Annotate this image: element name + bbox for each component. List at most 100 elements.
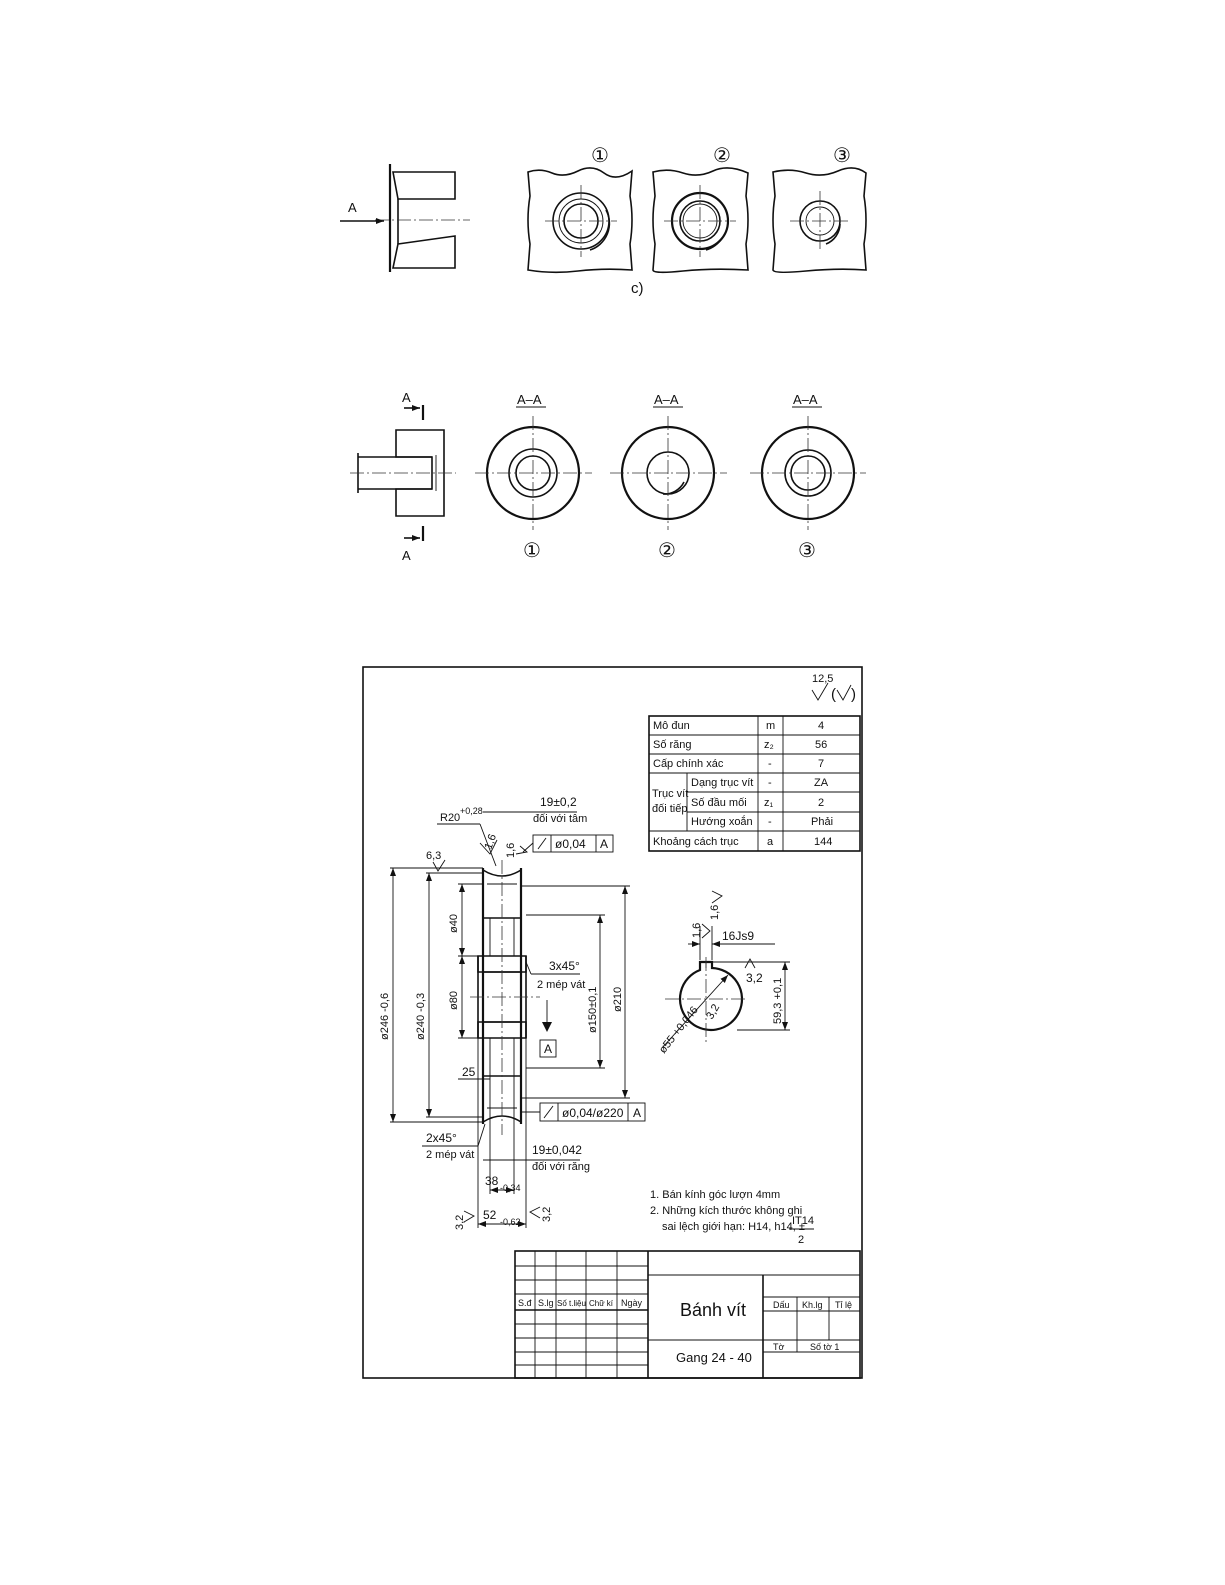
spec-name-helix: Hướng xoắn [691, 815, 753, 828]
worm-wheel-drawing: 12,5 ( ) Mô đun m 4 Số răng z₂ 56 Cấp ch… [362, 666, 863, 1379]
title-header-date: Ngày [621, 1298, 643, 1308]
spec-name-starts: Số đầu mối [691, 797, 747, 809]
svg-text:): ) [851, 686, 856, 703]
note-fraction-top: IT14 [792, 1215, 814, 1227]
dim-width-teeth-note: đối với răng [532, 1161, 590, 1173]
note-2: 2. Những kích thước không ghi [650, 1205, 802, 1217]
title-header-scale: Tỉ lệ [835, 1300, 852, 1310]
view-arrow-label: A [348, 200, 357, 215]
roughness-key-top: 1,6 [709, 905, 721, 920]
dim-r20: R20 [440, 812, 460, 824]
spec-group-label-2: đối tiếp [652, 803, 687, 815]
spec-value-accuracy: 7 [818, 758, 824, 770]
spec-table: Mô đun m 4 Số răng z₂ 56 Cấp chính xác -… [648, 715, 861, 852]
chamfer-hub: 3x45° [549, 959, 580, 973]
dim-key-depth: 59,3 +0,1 [772, 978, 784, 1024]
hub-annotations: 3x45° 2 mép vát A 25 [458, 959, 585, 1080]
title-sheet-count: Số tờ 1 [810, 1342, 839, 1352]
runout-tolerance-bottom: ø0,04/ø220 A [521, 1102, 646, 1122]
threaded-hole-section: A A [350, 390, 456, 563]
roughness-top-left: 1,6 [483, 833, 500, 851]
chamfer-hub-note: 2 mép vát [537, 979, 585, 991]
wheel-section-view [470, 860, 540, 1135]
tolerance-bottom-value: ø0,04/ø220 [562, 1106, 624, 1120]
chamfer-rim-note: 2 mép vát [426, 1149, 474, 1161]
technical-notes: 1. Bán kính góc lượn 4mm 2. Những kích t… [650, 1189, 814, 1246]
roughness-key-bottom: 3,2 [746, 971, 763, 985]
spec-symbol-teeth: z₂ [764, 739, 774, 751]
cut-label-bottom: A [402, 548, 411, 563]
dim-bore-dia: ø55 +0,046 [657, 1004, 701, 1055]
svg-text:(: ( [831, 686, 836, 703]
spec-value-center-distance: 144 [814, 836, 832, 848]
dim-key-width: 16Js9 [722, 929, 754, 943]
diameter-dimensions: ø246 -0,6 ø240 -0,3 ø40 ø80 ø150±0,1 ø21… [379, 867, 630, 1123]
variant-2-label: ② [713, 145, 731, 167]
tolerance-top-value: ø0,04 [555, 837, 586, 851]
variant-3-label: ③ [833, 145, 851, 167]
general-roughness-value: 12,5 [812, 673, 833, 685]
spec-name-center-distance: Khoảng cách trục [653, 836, 739, 848]
title-header-mark: Dấu [773, 1300, 790, 1310]
chamfer-rim: 2x45° [426, 1131, 457, 1145]
dim-w52: 52 [483, 1208, 497, 1222]
dim-d80: ø80 [448, 991, 460, 1010]
dim-width-teeth: 19±0,042 [532, 1143, 582, 1157]
bottom-annotations: ø0,04/ø220 A 2x45° 2 mép vát 19±0,042 đố… [422, 1038, 646, 1230]
top-annotations: R20 +0,28 19±0,2 đối với tâm 1,6 1,6 6,3… [426, 795, 614, 872]
dim-d150: ø150±0,1 [587, 987, 599, 1033]
figure-c-caption: c) [631, 280, 644, 297]
spec-value-teeth: 56 [815, 739, 827, 751]
title-header-mass: Kh.lg [802, 1300, 823, 1310]
title-header-quantity: S.lg [538, 1298, 554, 1308]
view-box-2 [652, 167, 749, 274]
spec-value-helix: Phải [811, 816, 833, 828]
roughness-bottom-left: 3,2 [454, 1215, 466, 1230]
tapered-bore-section: A [340, 164, 470, 272]
keyway-view: 16Js9 1,6 1,6 3,2 3,2 59,3 +0,1 ø55 +0,0… [657, 890, 790, 1056]
roughness-bottom-right: 3,2 [541, 1207, 553, 1222]
variant-2-label: ② [658, 540, 676, 562]
general-roughness-mark: 12,5 ( ) [811, 673, 856, 703]
spec-symbol-helix: - [768, 816, 772, 828]
roughness-bore: 3,2 [704, 1002, 722, 1021]
view-box-1 [527, 167, 633, 274]
dim-d246: ø246 -0,6 [379, 993, 391, 1040]
section-label-1: A–A [517, 392, 542, 407]
section-1 [475, 416, 592, 530]
spec-symbol-starts: z₁ [764, 797, 774, 809]
spec-symbol-accuracy: - [768, 758, 772, 770]
dim-r20-tol: +0,28 [460, 806, 483, 816]
title-header-signature: Chữ kí [589, 1299, 614, 1308]
title-block: S.đ S.lg Số t.liệu Chữ kí Ngày Bánh vít … [514, 1250, 861, 1379]
spec-name-teeth: Số răng [653, 739, 692, 751]
dim-width-center: 19±0,2 [540, 795, 577, 809]
spec-symbol-worm-type: - [768, 777, 772, 789]
dim-width-center-note: đối với tâm [533, 813, 587, 825]
note-3: sai lệch giới hạn: H14, h14, ± [662, 1221, 805, 1233]
spec-name-accuracy: Cấp chính xác [653, 758, 724, 770]
section-2 [610, 416, 727, 530]
spec-symbol-center-distance: a [767, 836, 774, 848]
part-material: Gang 24 - 40 [676, 1350, 752, 1365]
spec-value-module: 4 [818, 720, 824, 732]
spec-value-starts: 2 [818, 797, 824, 809]
title-header-revision: S.đ [518, 1298, 532, 1308]
dim-d210: ø210 [612, 987, 624, 1012]
spec-group-label-1: Trục vít [652, 788, 688, 800]
dim-d240: ø240 -0,3 [415, 993, 427, 1040]
spec-symbol-module: m [766, 720, 775, 732]
cut-label-top: A [402, 390, 411, 405]
dim-d40: ø40 [448, 914, 460, 933]
note-fraction-bottom: 2 [798, 1234, 804, 1246]
drawing-frame [362, 666, 863, 1379]
section-3 [750, 416, 866, 530]
title-sheet-label: Tờ [773, 1342, 784, 1352]
roughness-63: 6,3 [426, 850, 441, 862]
spec-name-module: Mô đun [653, 720, 690, 732]
dim-w38-tol: -0,34 [500, 1183, 521, 1193]
tolerance-bottom-datum: A [633, 1106, 641, 1120]
dim-w52-tol: -0,62 [500, 1217, 521, 1227]
view-box-3 [772, 167, 867, 274]
